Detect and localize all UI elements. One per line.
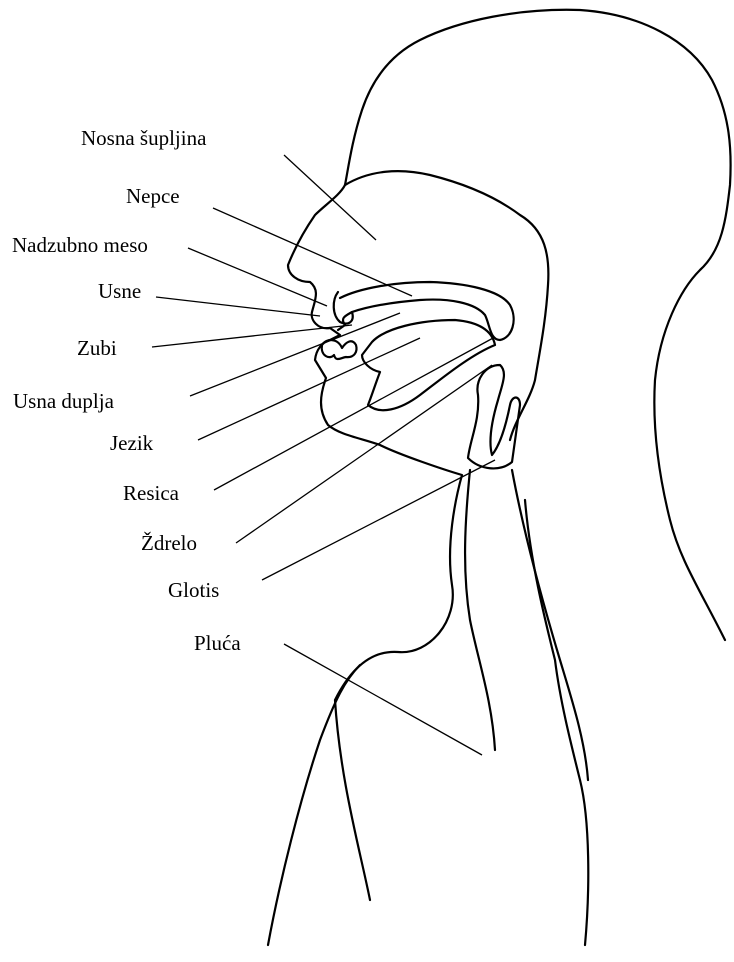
leader-lungs (284, 644, 482, 755)
label-pharynx: Ždrelo (141, 531, 197, 555)
label-tongue: Jezik (110, 431, 154, 455)
head-outline (288, 10, 731, 900)
label-lungs: Pluća (194, 631, 241, 655)
label-oral-cavity: Usna duplja (13, 389, 115, 413)
leader-tongue (198, 338, 420, 440)
chest-outline (268, 665, 360, 945)
pharynx-outline (468, 365, 520, 468)
leader-nasal-cavity (284, 155, 376, 240)
leader-oral-cavity (190, 313, 400, 396)
leader-lips (156, 297, 320, 316)
leader-gums (188, 248, 327, 306)
label-teeth: Zubi (77, 336, 117, 360)
label-nasal-cavity: Nosna šupljina (81, 126, 207, 150)
lower-teeth-outline (322, 340, 357, 359)
leader-glottis (262, 460, 495, 580)
label-gums: Nadzubno meso (12, 233, 148, 257)
esophagus-outline (512, 470, 588, 780)
tongue-outline (362, 320, 495, 410)
label-uvula: Resica (123, 481, 180, 505)
label-glottis: Glotis (168, 578, 219, 602)
label-lips: Usne (98, 279, 141, 303)
label-palate: Nepce (126, 184, 180, 208)
trachea-outline (465, 470, 495, 750)
